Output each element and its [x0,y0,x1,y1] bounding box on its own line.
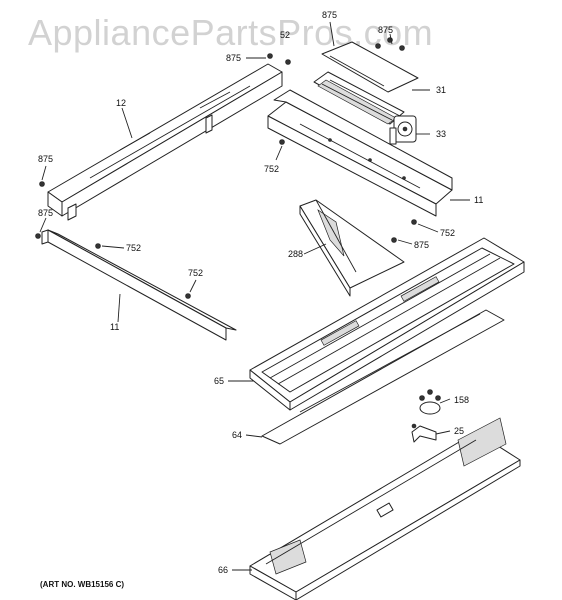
part-31-cover-plate [321,41,419,93]
part-33-motor [389,115,417,145]
callout-288: 288 [288,249,303,259]
part-31-blower-housing [313,71,405,125]
part-12-rail [47,63,283,221]
callout-158: 158 [454,395,469,405]
callout-875-left-upper: 875 [38,154,53,164]
callout-752-b: 752 [440,228,455,238]
callout-66: 66 [218,565,228,575]
part-288-duct [299,199,405,297]
callout-52: 52 [280,30,290,40]
callout-12: 12 [116,98,126,108]
art-number: (ART NO. WB15156 C) [40,580,125,589]
callout-752-c: 752 [126,243,141,253]
watermark: AppliancePartsPros.com [28,12,434,53]
callout-31: 31 [436,85,446,95]
part-11-right-rail [267,89,453,217]
part-11-left-rail [41,229,237,341]
callout-11-left: 11 [110,322,119,332]
callout-875-b: 875 [378,25,393,35]
part-25-bracket [411,423,437,443]
part-65-front-frame [249,237,525,411]
callout-875-right: 875 [414,240,429,250]
callout-752-d: 752 [188,268,203,278]
part-64-panel [261,309,505,445]
callout-65: 65 [214,376,224,386]
callout-33: 33 [436,129,446,139]
callout-11-right: 11 [474,195,483,205]
callout-64: 64 [232,430,242,440]
leader-lines [39,21,470,571]
callout-875-left-lower: 875 [38,208,53,218]
part-158-sensor [419,389,441,415]
callout-25: 25 [454,426,464,436]
callout-875-mid: 875 [226,53,241,63]
callout-875-top: 875 [322,10,337,20]
part-66-bottom-tray [249,417,521,600]
callout-752-a: 752 [264,164,279,174]
